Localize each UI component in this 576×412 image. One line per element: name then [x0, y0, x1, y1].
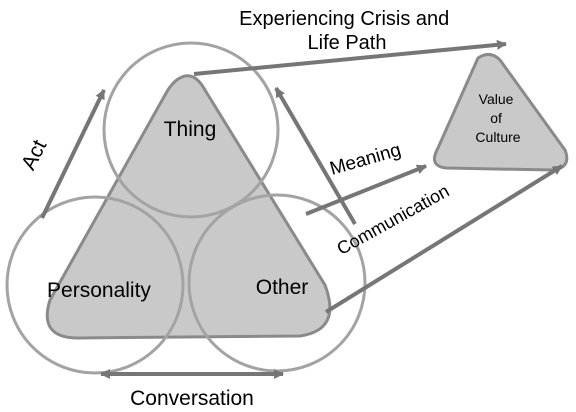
central-rounded-triangle [45, 74, 332, 340]
value-of-culture-line-2: of [490, 110, 502, 126]
experiencing-line-1: Experiencing Crisis and [239, 8, 449, 30]
experiencing-arrow [193, 39, 507, 76]
thing-label: Thing [164, 118, 217, 141]
communication-arrow [324, 164, 564, 314]
meaning-label: Meaning [328, 140, 404, 180]
thing-circle [102, 41, 280, 219]
personality-label: Personality [47, 279, 151, 302]
experiencing-line-2: Life Path [308, 32, 387, 54]
meaning-arrow [305, 164, 427, 216]
value-of-culture-label: Value of Culture [475, 91, 520, 145]
act-arrow [40, 89, 106, 219]
personality-circle [5, 195, 185, 375]
act-label: Act [17, 136, 51, 174]
value-of-culture-line-3: Culture [475, 129, 520, 145]
experiencing-label: Experiencing Crisis and Life Path [239, 8, 455, 54]
conversation-label: Conversation [130, 387, 254, 410]
value-of-culture-line-1: Value [479, 91, 514, 107]
value-of-culture-shape [432, 53, 569, 172]
other-label: Other [256, 276, 309, 299]
